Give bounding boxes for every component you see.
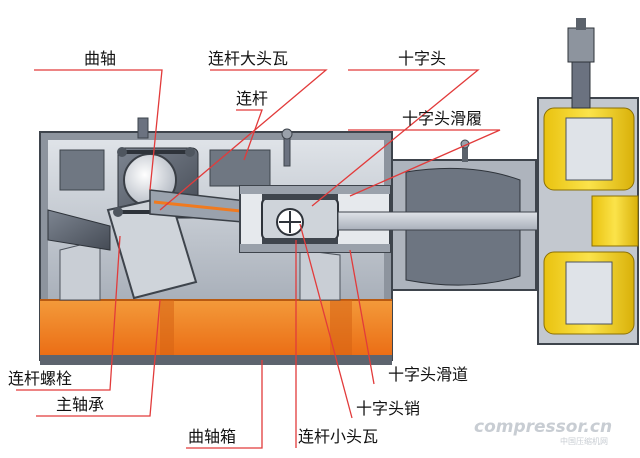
watermark-sub: 中国压缩机网 bbox=[560, 436, 608, 446]
watermark: compressor.cn 中国压缩机网 bbox=[474, 417, 612, 446]
crosshead bbox=[261, 194, 339, 244]
label-crosshead-guide: 十字头滑道 bbox=[388, 365, 468, 384]
label-crosshead: 十字头 bbox=[398, 49, 446, 68]
valve-stem bbox=[571, 59, 591, 109]
label-crosshead-pin: 十字头销 bbox=[356, 399, 420, 418]
labels: 曲轴 连杆大头瓦 连杆 十字头 十字头滑履 连杆螺栓 主轴承 曲轴箱 连杆小头瓦… bbox=[8, 49, 482, 446]
watermark-brand: compressor.cn bbox=[474, 417, 612, 437]
crosshead-shoe-bottom bbox=[262, 238, 338, 244]
label-crankcase: 曲轴箱 bbox=[188, 427, 236, 446]
cylinder bbox=[537, 18, 639, 345]
label-small-end-bearing: 连杆小头瓦 bbox=[298, 427, 378, 446]
label-big-end-bearing: 连杆大头瓦 bbox=[208, 49, 288, 68]
label-connecting-rod: 连杆 bbox=[236, 89, 268, 108]
label-con-rod-bolt: 连杆螺栓 bbox=[8, 369, 72, 388]
label-crosshead-shoe: 十字头滑履 bbox=[402, 109, 482, 128]
label-crankshaft: 曲轴 bbox=[84, 49, 116, 68]
crosshead-shoe-top bbox=[262, 194, 338, 200]
leader-lines bbox=[16, 69, 501, 449]
label-main-bearing: 主轴承 bbox=[56, 395, 104, 414]
